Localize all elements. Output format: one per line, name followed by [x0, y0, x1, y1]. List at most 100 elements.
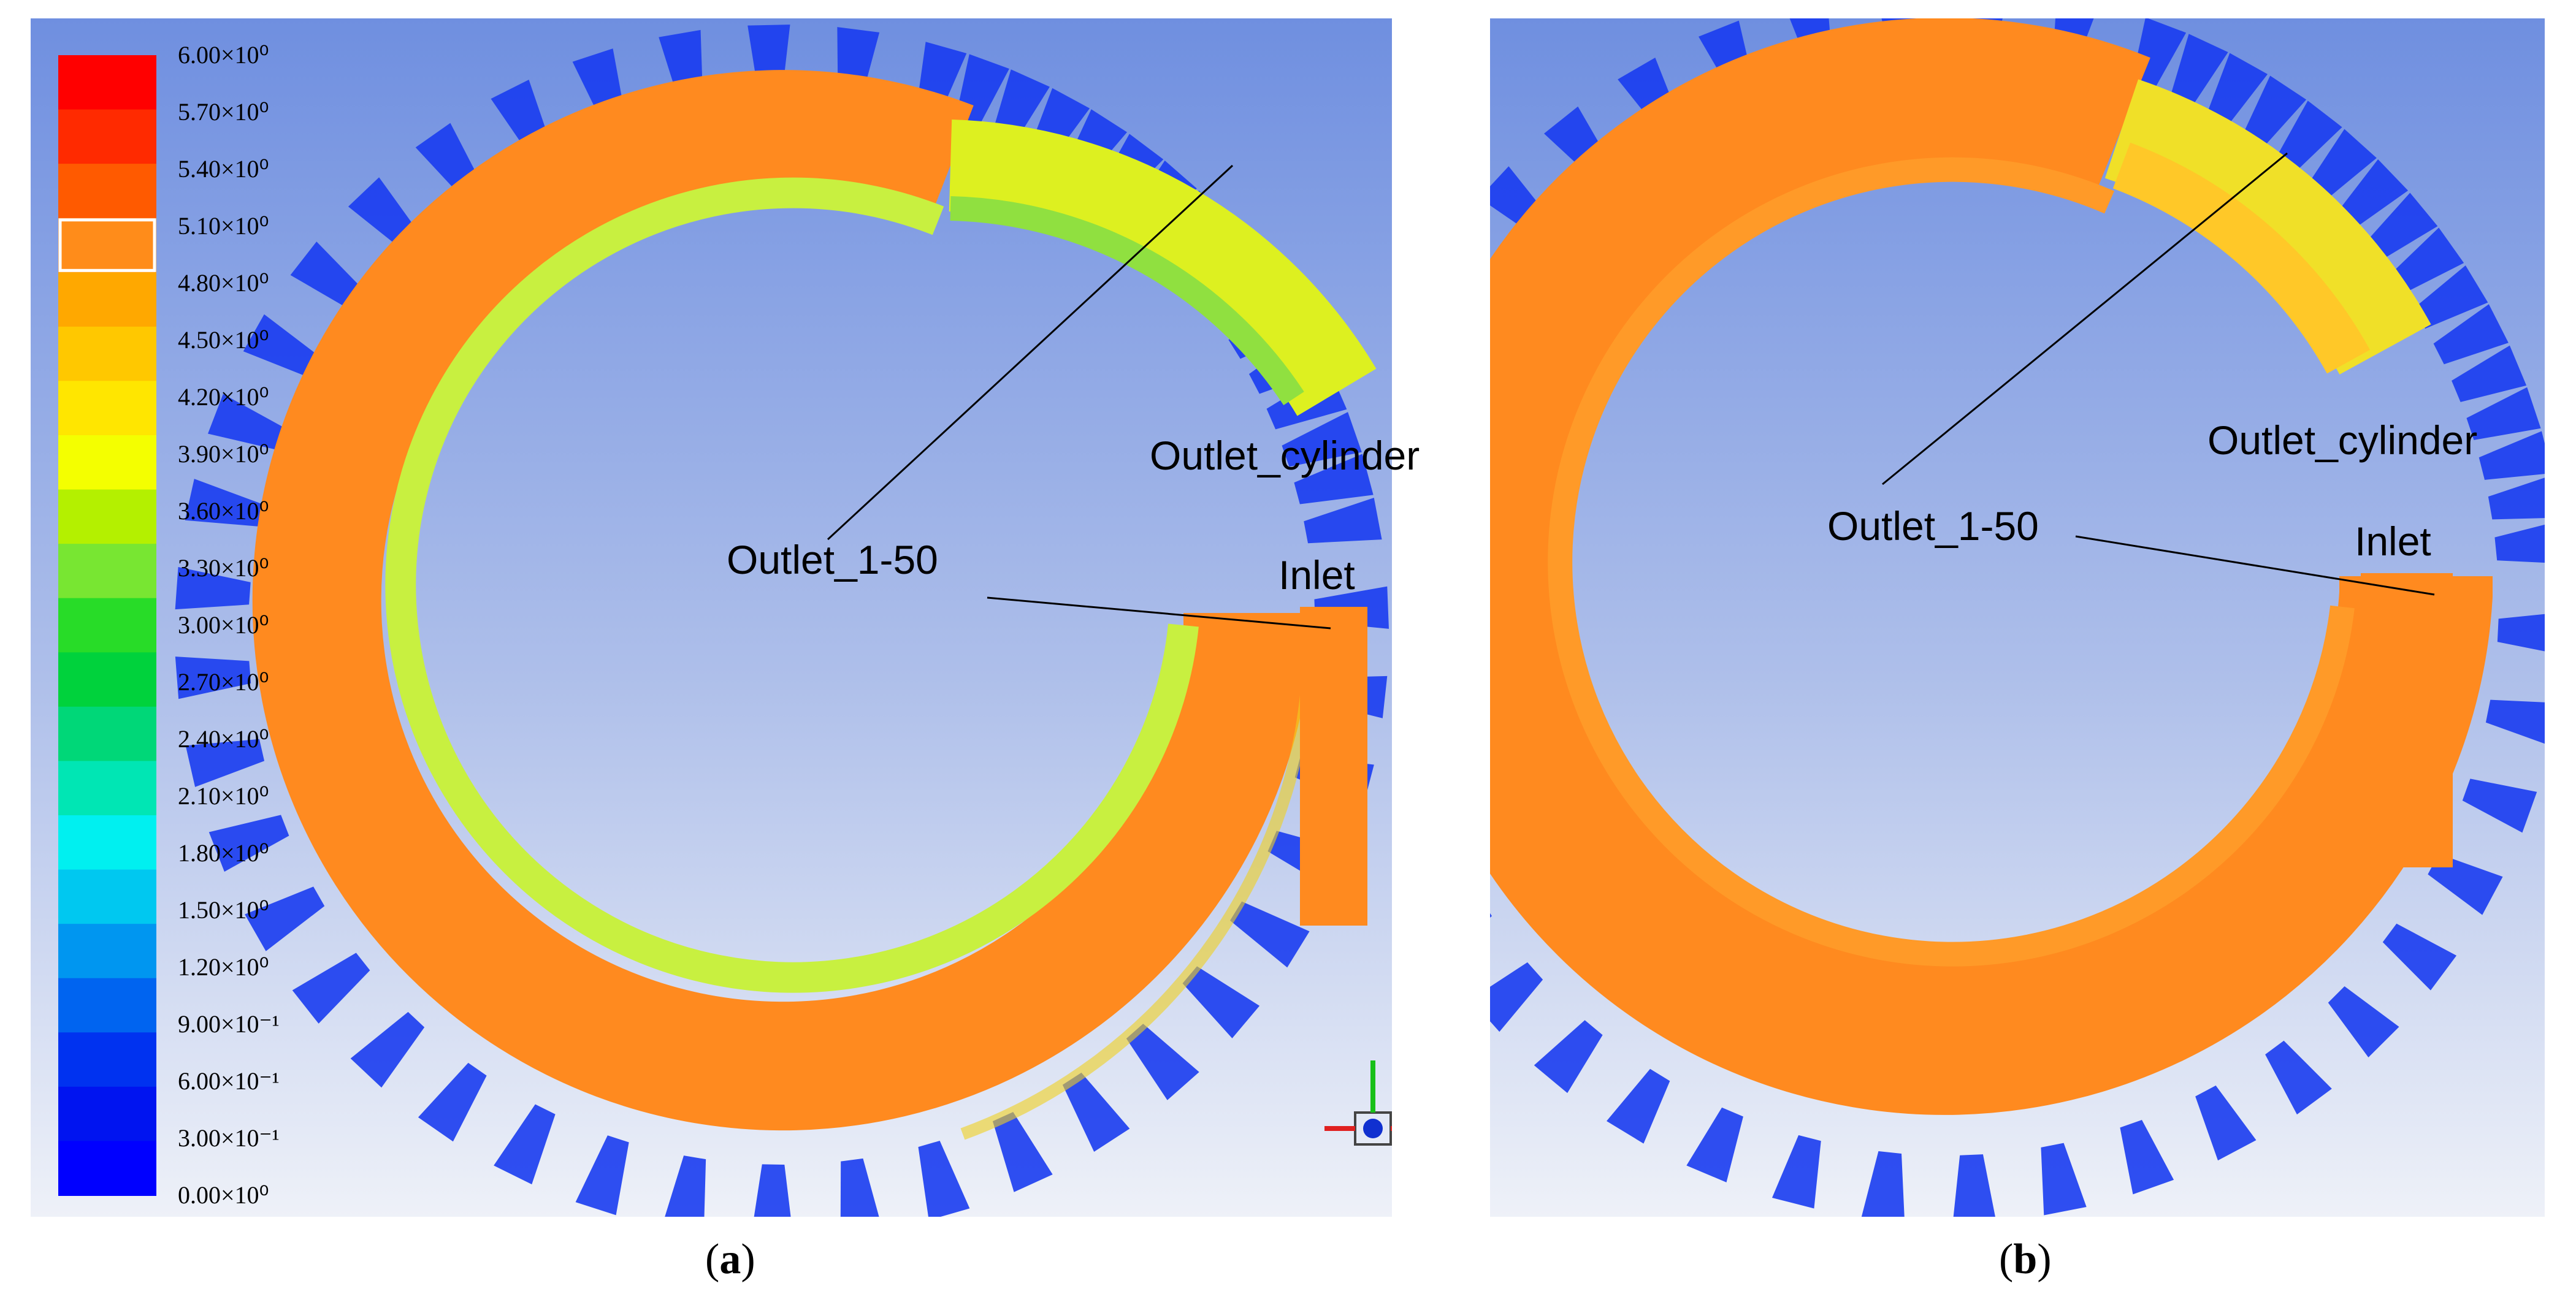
label-inlet-a: Inlet — [1278, 552, 1355, 598]
volute-ring-a — [252, 70, 1312, 1131]
outlet-blade — [243, 314, 323, 379]
outlet-blade — [2485, 699, 2545, 744]
outlet-blade — [292, 953, 370, 1024]
panel-a-canvas — [31, 18, 1392, 1217]
legend-swatch — [58, 109, 156, 165]
outlet-blade — [2382, 923, 2457, 991]
outlet-blade — [2433, 304, 2509, 365]
caption-b: (b) — [1999, 1236, 2052, 1283]
legend-label: 3.00×10⁻¹ — [178, 1124, 280, 1152]
volute-inner-edge-b — [1548, 157, 2355, 967]
outlet-blade — [918, 1140, 970, 1217]
outlet-blade — [1062, 1072, 1130, 1152]
outlet-blade — [2336, 159, 2409, 230]
outlet-blade — [208, 815, 289, 872]
outlet-blade — [1490, 913, 1492, 918]
volute-ring-b — [1490, 18, 2493, 1115]
outlet-blade — [2452, 345, 2527, 402]
outlet-blade — [1607, 1068, 1670, 1144]
outlet-blade — [2494, 524, 2545, 563]
legend-label: 2.10×10⁰ — [178, 782, 269, 810]
outlet-blade — [175, 657, 251, 699]
outlet-blade — [1126, 1024, 1199, 1100]
outlet-blade — [2169, 34, 2228, 109]
legend-label: 1.20×10⁰ — [178, 953, 269, 981]
outlet-blade — [1861, 1151, 1905, 1217]
legend-label: 2.40×10⁰ — [178, 725, 269, 753]
outlet-blade — [1490, 962, 1543, 1032]
legend-swatch — [58, 326, 156, 382]
legend-swatch — [58, 544, 156, 599]
legend-swatch — [58, 1032, 156, 1087]
outlet-cylinder-tail-a — [949, 120, 1377, 416]
legend-swatch — [58, 1086, 156, 1142]
outlet-blade — [2428, 854, 2503, 915]
legend-label: 3.90×10⁰ — [178, 440, 269, 468]
outlet-blade — [2265, 1040, 2332, 1115]
outlet-blade — [494, 1104, 556, 1185]
outlet-blade — [2120, 1119, 2174, 1195]
outlet-blade — [1229, 901, 1310, 968]
legend-label: 2.70×10⁰ — [178, 668, 269, 696]
legend-label: 5.40×10⁰ — [178, 155, 269, 183]
outlet-blade — [2195, 1085, 2257, 1161]
outlet-blade — [2413, 265, 2488, 329]
leader-line-inlet-b — [2075, 535, 2435, 596]
legend-label: 1.50×10⁰ — [178, 896, 269, 924]
legend-label: 4.20×10⁰ — [178, 383, 269, 411]
outlet-blade — [350, 1011, 425, 1088]
leader-line-cylinder-a — [827, 164, 1234, 541]
outlet-blade — [2497, 614, 2545, 652]
outlet-blade — [185, 479, 264, 527]
legend-swatch — [58, 489, 156, 545]
volute-inner-edge-a — [385, 177, 1199, 993]
outlet-blade — [2241, 75, 2307, 150]
axis-triad — [1324, 1060, 1392, 1146]
legend-label: 5.70×10⁰ — [178, 98, 269, 126]
outlet-blade — [2206, 53, 2268, 128]
legend-swatch — [58, 598, 156, 653]
legend-label: 6.00×10⁻¹ — [178, 1067, 280, 1095]
label-outlet-cylinder-a: Outlet_cylinder — [1150, 433, 1420, 478]
legend-swatch — [58, 1141, 156, 1196]
outlet-blade — [2131, 18, 2187, 93]
outlet-blade — [1953, 1154, 1995, 1217]
outlet-blade — [754, 1164, 791, 1217]
legend-swatch — [58, 761, 156, 816]
caption-a-letter: a — [719, 1236, 741, 1283]
legend-label: 9.00×10⁻¹ — [178, 1010, 280, 1038]
legend-swatch — [58, 978, 156, 1033]
outlet-blade — [185, 739, 265, 787]
outlet-blade — [290, 242, 369, 313]
legend-swatch — [58, 652, 156, 707]
outlet-blade — [575, 1135, 629, 1216]
legend-swatch — [58, 706, 156, 762]
panel-b — [1490, 18, 2545, 1217]
outlet-blade — [992, 1111, 1053, 1192]
outlet-blade — [2462, 778, 2537, 833]
label-inlet-b: Inlet — [2355, 519, 2431, 564]
outlet-blade — [2274, 101, 2342, 175]
leader-line-cylinder-b — [1882, 152, 2288, 485]
outlet-blade — [1304, 498, 1382, 544]
legend-label: 0.00×10⁰ — [178, 1181, 269, 1209]
caption-b-letter: b — [2013, 1236, 2038, 1283]
legend-swatch — [58, 381, 156, 436]
outlet-blade — [840, 1158, 879, 1217]
outlet-blade — [245, 886, 325, 951]
outlet-blade — [2364, 192, 2438, 262]
outlet-blade — [1294, 454, 1374, 504]
legend-label: 4.80×10⁰ — [178, 269, 269, 297]
label-outlet-cylinder-b: Outlet_cylinder — [2207, 417, 2478, 463]
legend-swatch — [58, 815, 156, 870]
label-outlet-1-50-a: Outlet_1-50 — [727, 537, 938, 582]
outlet-blade — [418, 1062, 487, 1142]
legend-highlight — [58, 218, 156, 272]
outlet-blade — [665, 1155, 706, 1217]
outlet-blade — [2488, 478, 2545, 520]
panel-b-canvas — [1490, 18, 2545, 1217]
outlet-blade — [2479, 431, 2545, 480]
outlet-blade — [2390, 227, 2464, 294]
legend-swatch — [58, 435, 156, 490]
outlet-blade — [1686, 1107, 1743, 1182]
